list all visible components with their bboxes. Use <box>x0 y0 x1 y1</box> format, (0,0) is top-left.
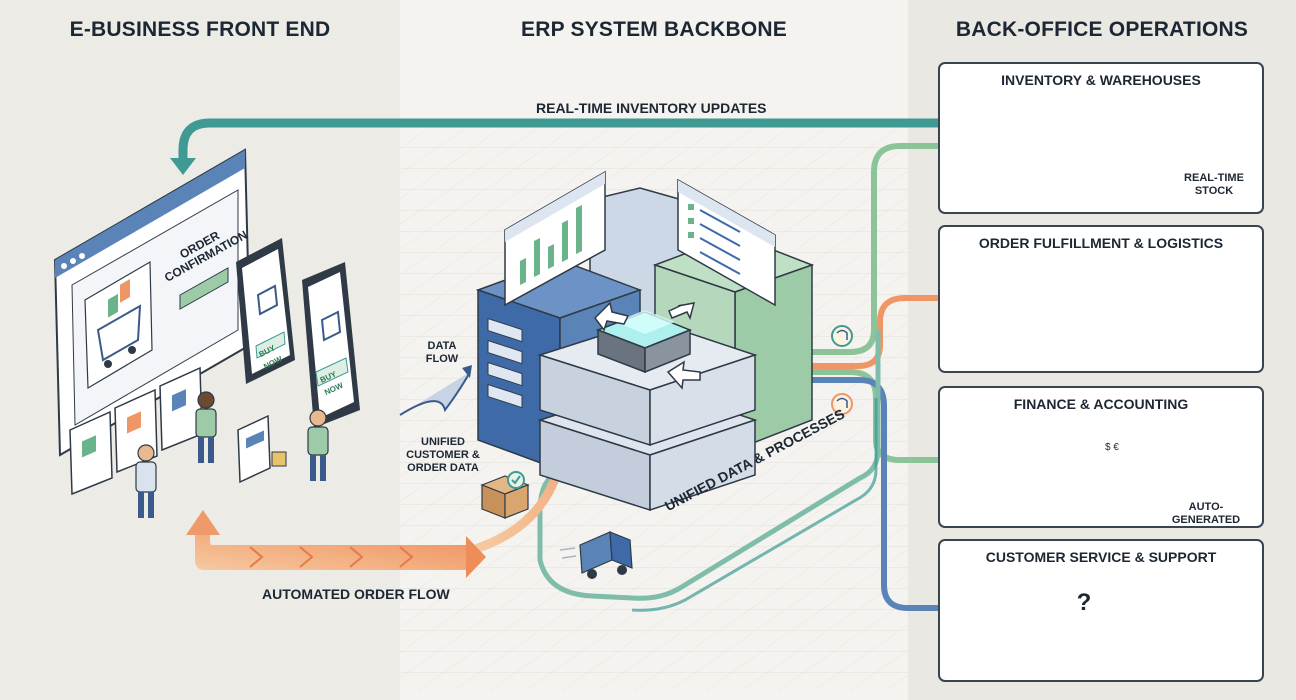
unified-customer-label: UNIFIED CUSTOMER & ORDER DATA <box>406 436 480 474</box>
support-panel-title: CUSTOMER SERVICE & SUPPORT <box>985 549 1217 565</box>
erp-block <box>475 170 815 512</box>
fulfillment-panel-title: ORDER FULFILLMENT & LOGISTICS <box>978 235 1224 251</box>
erp-title: ERP SYSTEM BACKBONE <box>521 18 787 41</box>
inventory-panel: INVENTORY & WAREHOUSES REAL-TIME STOCK <box>938 62 1264 214</box>
website-window <box>53 148 252 457</box>
question-mark-icon: ? <box>1076 589 1092 616</box>
inventory-link-line <box>812 143 938 355</box>
calculator-display: $ € <box>1105 442 1119 453</box>
truck-icon <box>559 531 633 579</box>
finance-panel: FINANCE & ACCOUNTING $ € AUTO-GENERATED <box>938 386 1264 528</box>
package-check-icon <box>480 471 530 519</box>
automated-order-chevrons <box>186 510 486 578</box>
sync-icon <box>831 325 853 415</box>
support-link-line <box>812 377 938 611</box>
inventory-update-arrowhead <box>170 158 196 175</box>
automated-order-label: AUTOMATED ORDER FLOW <box>262 586 450 602</box>
inventory-panel-title: INVENTORY & WAREHOUSES <box>1001 72 1201 88</box>
fulfillment-panel: ORDER FULFILLMENT & LOGISTICS <box>938 225 1264 373</box>
frontend-title: E-BUSINESS FRONT END <box>69 18 331 41</box>
auto-generated-caption: AUTO-GENERATED <box>1171 501 1241 526</box>
mobile-phone-1 <box>236 238 295 384</box>
mobile-phone-2 <box>302 262 360 428</box>
realtime-updates-label: REAL-TIME INVENTORY UPDATES <box>536 100 767 116</box>
data-flow-arrow <box>399 371 471 416</box>
support-panel: CUSTOMER SERVICE & SUPPORT <box>938 539 1264 682</box>
backoffice-title: BACK-OFFICE OPERATIONS <box>955 18 1249 41</box>
finance-panel-title: FINANCE & ACCOUNTING <box>1013 396 1189 412</box>
inventory-update-line <box>178 118 945 163</box>
realtime-stock-caption: REAL-TIME STOCK <box>1184 172 1244 197</box>
data-flow-label: DATA FLOW <box>425 340 459 365</box>
person-figures <box>135 391 329 518</box>
